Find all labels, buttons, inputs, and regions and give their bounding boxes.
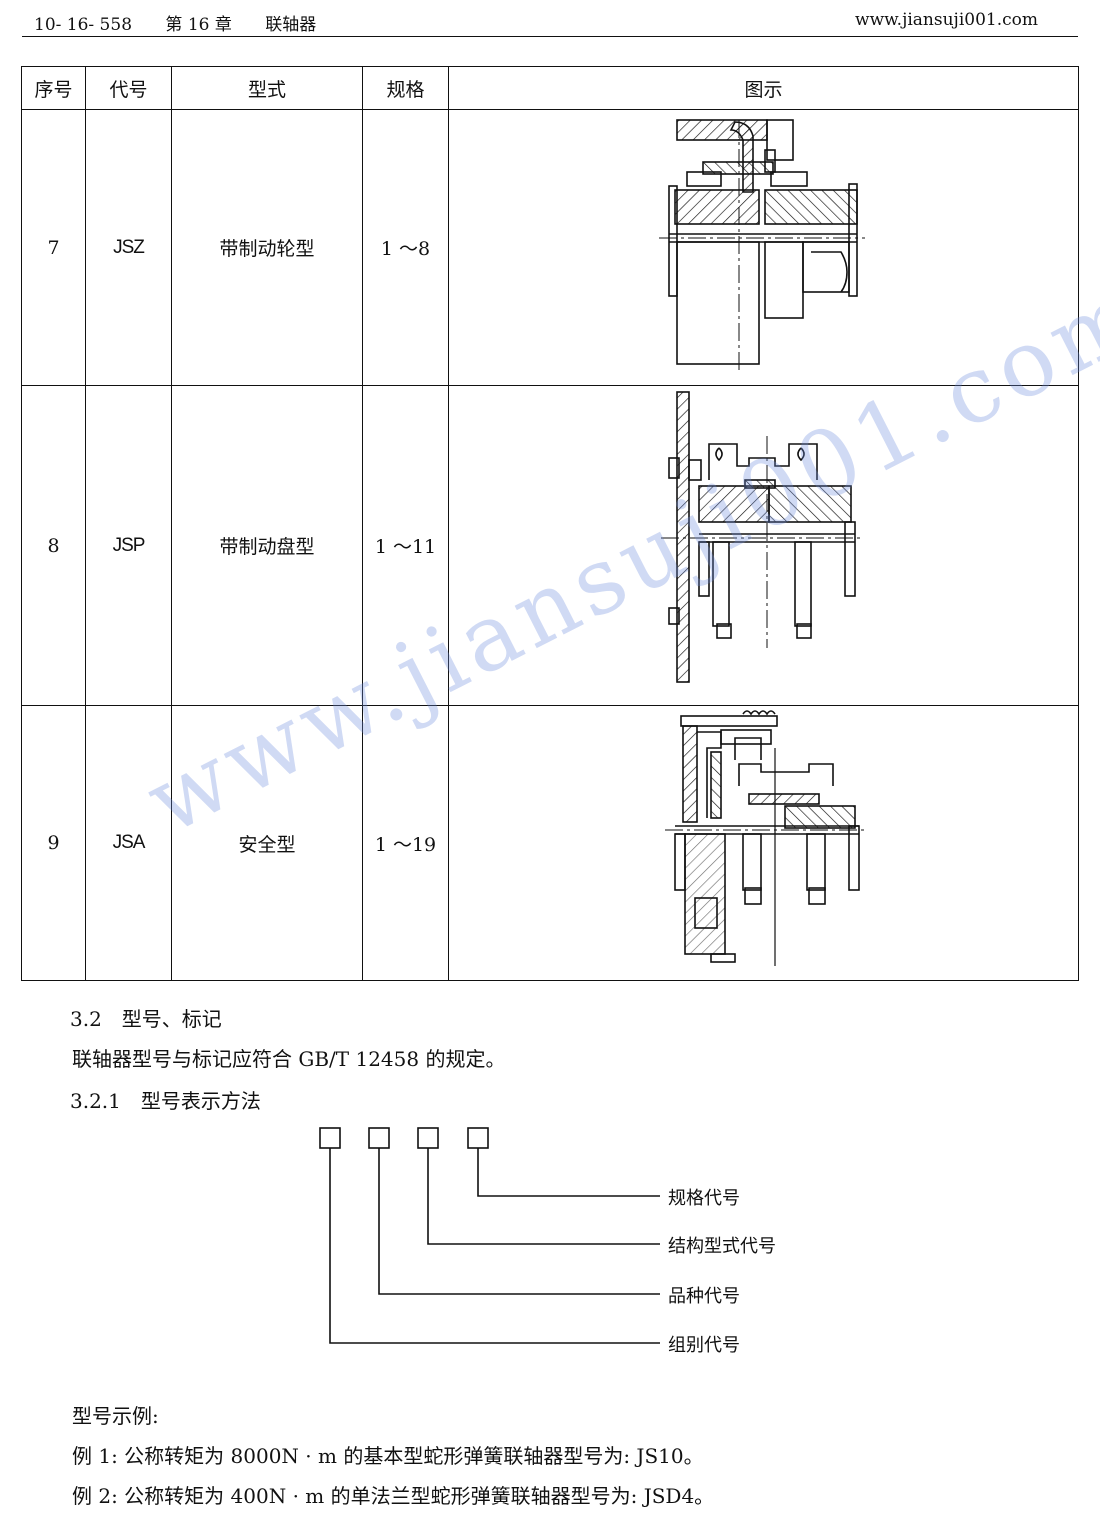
code-box-variety xyxy=(368,1127,390,1149)
section-3-2-1-title: 3.2.1 型号表示方法 xyxy=(70,1089,261,1113)
label-spec-code: 规格代号 xyxy=(668,1188,740,1209)
col-header-type: 型式 xyxy=(171,66,363,110)
code-box-spec xyxy=(467,1127,489,1149)
cell-code: JSA xyxy=(85,705,172,981)
cell-spec: 1 ～11 xyxy=(362,385,449,706)
table-header-row: 序号 代号 型式 规格 图示 xyxy=(21,66,1079,110)
safety-coupling-drawing xyxy=(665,709,867,966)
header-left: 10- 16- 558 第 16 章 联轴器 xyxy=(34,10,344,35)
page-number: 10- 16- 558 xyxy=(34,15,133,35)
section-3-2-title: 3.2 型号、标记 xyxy=(70,1007,222,1031)
col-header-no: 序号 xyxy=(21,66,86,110)
table-row: 8 JSP 带制动盘型 1 ～11 xyxy=(21,385,1079,706)
model-code-diagram: 规格代号 结构型式代号 品种代号 组别代号 xyxy=(310,1120,790,1364)
code-box-group xyxy=(319,1127,341,1149)
page-header: 10- 16- 558 第 16 章 联轴器 www.jiansuji001.c… xyxy=(22,6,1078,37)
chapter-title: 联轴器 xyxy=(265,15,317,35)
col-header-figure: 图示 xyxy=(448,66,1079,110)
model-code-lines xyxy=(319,1127,660,1344)
cell-type: 带制动盘型 xyxy=(171,385,363,706)
cell-code: JSZ xyxy=(85,109,172,386)
col-header-spec: 规格 xyxy=(362,66,449,110)
brake-disc-coupling-drawing xyxy=(661,390,863,683)
cell-figure xyxy=(448,109,1079,386)
chapter-number: 第 16 章 xyxy=(165,15,232,35)
label-structure-code: 结构型式代号 xyxy=(668,1236,776,1257)
col-header-code: 代号 xyxy=(85,66,172,110)
cell-no: 9 xyxy=(21,705,86,981)
section-3-2-text: 联轴器型号与标记应符合 GB/T 12458 的规定。 xyxy=(72,1047,506,1071)
cell-figure xyxy=(448,385,1079,706)
example-1: 例 1: 公称转矩为 8000N · m 的基本型蛇形弹簧联轴器型号为: JS1… xyxy=(72,1444,704,1468)
cell-code: JSP xyxy=(85,385,172,706)
header-website: www.jiansuji001.com xyxy=(855,10,1038,30)
code-box-structure xyxy=(417,1127,439,1149)
cell-type: 带制动轮型 xyxy=(171,109,363,386)
label-variety-code: 品种代号 xyxy=(668,1286,740,1307)
example-2: 例 2: 公称转矩为 400N · m 的单法兰型蛇形弹簧联轴器型号为: JSD… xyxy=(72,1484,715,1508)
examples-heading: 型号示例: xyxy=(72,1404,159,1428)
cell-type: 安全型 xyxy=(171,705,363,981)
table-row: 7 JSZ 带制动轮型 1 ～8 xyxy=(21,109,1079,386)
cell-no: 7 xyxy=(21,109,86,386)
cell-figure xyxy=(448,705,1079,981)
label-group-code: 组别代号 xyxy=(668,1335,740,1356)
cell-spec: 1 ～19 xyxy=(362,705,449,981)
coupling-type-table: 序号 代号 型式 规格 图示 7 JSZ 带制动轮型 1 ～8 xyxy=(21,66,1079,981)
cell-no: 8 xyxy=(21,385,86,706)
table-row: 9 JSA 安全型 1 ～19 xyxy=(21,705,1079,981)
cell-spec: 1 ～8 xyxy=(362,109,449,386)
brake-wheel-coupling-drawing xyxy=(659,118,865,370)
